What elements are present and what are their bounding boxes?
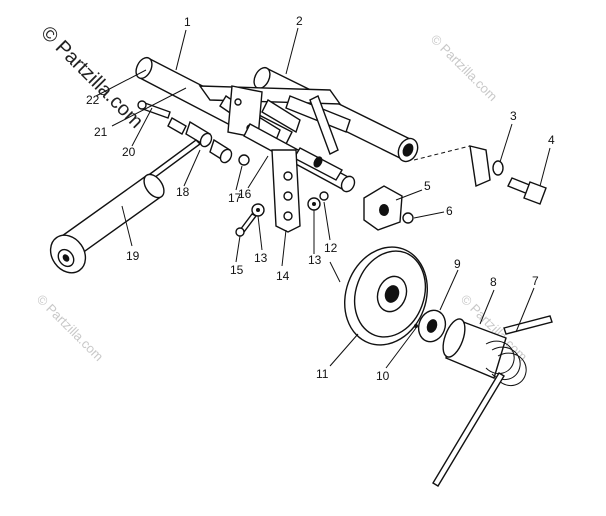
callout-14: 14 xyxy=(276,269,290,283)
callout-17: 17 xyxy=(228,191,242,205)
callout-6: 6 xyxy=(446,204,453,218)
torsion-spring xyxy=(432,315,553,487)
callout-20: 20 xyxy=(122,145,136,159)
callout-3: 3 xyxy=(510,109,517,123)
callout-4: 4 xyxy=(548,133,555,147)
shock-rod xyxy=(148,139,202,179)
washer xyxy=(492,160,504,176)
callout-19: 19 xyxy=(126,249,140,263)
nut xyxy=(319,191,329,201)
idler-wheel xyxy=(344,246,428,346)
watermark-faint: © Partzilla.com xyxy=(34,292,107,365)
callout-12: 12 xyxy=(324,241,338,255)
callout-13: 13 xyxy=(254,251,268,265)
shock-bolt xyxy=(137,100,171,119)
washer-hole xyxy=(312,202,316,206)
wheel-washer xyxy=(417,309,447,343)
pin xyxy=(414,324,418,328)
shock-absorber xyxy=(49,173,165,274)
spacer xyxy=(209,138,233,164)
washer-hole xyxy=(256,208,260,212)
bolt xyxy=(235,213,258,237)
bushing xyxy=(185,120,213,148)
leader-lines xyxy=(95,27,551,369)
callout-18: 18 xyxy=(176,185,190,199)
watermark-faint: © Partzilla.com xyxy=(428,32,501,105)
idler-arm xyxy=(271,149,301,233)
callout-11: 11 xyxy=(316,367,329,381)
bolt xyxy=(507,177,547,205)
callout-2: 2 xyxy=(296,14,303,28)
center-brackets xyxy=(198,85,351,155)
callout-15: 15 xyxy=(230,263,244,277)
nut xyxy=(402,212,414,224)
callout-9: 9 xyxy=(454,257,461,271)
callout-22: 22 xyxy=(86,93,100,107)
lower-shaft xyxy=(243,123,356,193)
callout-7: 7 xyxy=(532,274,539,288)
stop-block xyxy=(363,185,403,231)
bushing-small xyxy=(167,117,187,135)
callout-5: 5 xyxy=(424,179,431,193)
callout-16: 16 xyxy=(238,187,252,201)
frame-mount xyxy=(469,145,491,188)
callout-21: 21 xyxy=(94,125,108,139)
callout-8: 8 xyxy=(490,275,497,289)
callout-10: 10 xyxy=(376,369,390,383)
callout-13: 13 xyxy=(308,253,322,267)
nut xyxy=(238,154,250,166)
spring-bushing xyxy=(442,318,507,379)
callout-1: 1 xyxy=(184,15,191,29)
